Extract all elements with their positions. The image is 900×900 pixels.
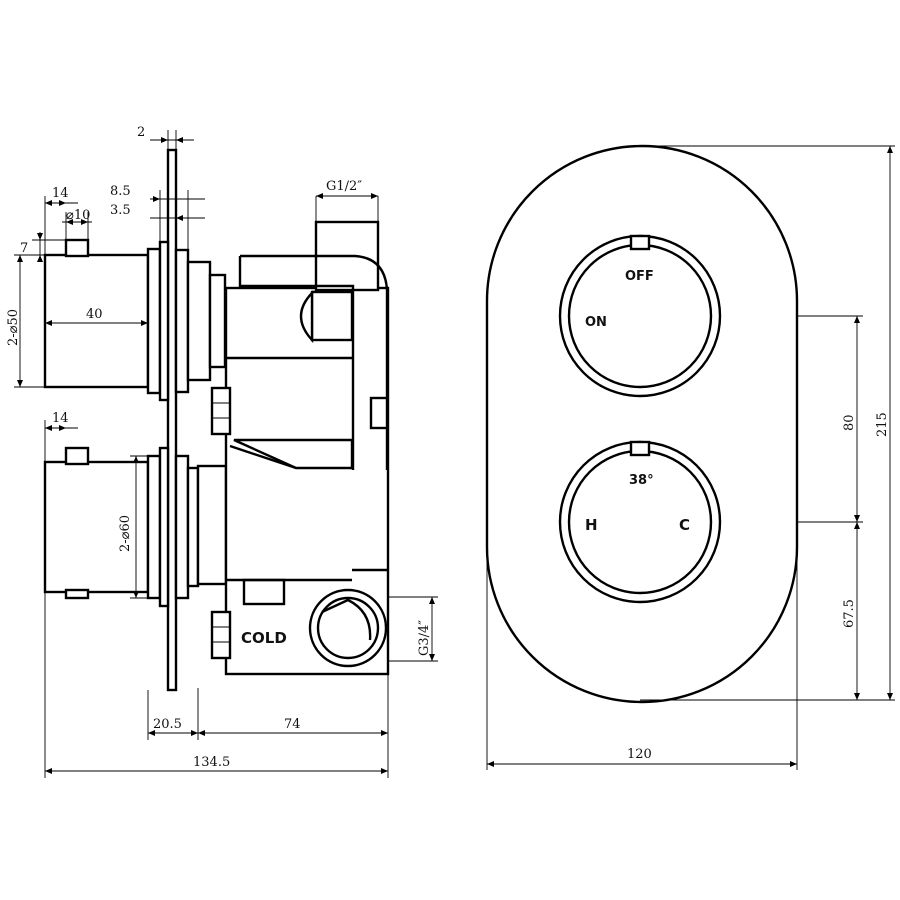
- upper-dial: OFF ON: [558, 234, 722, 398]
- side-view: COLD 2 8.5 3.5 14: [6, 125, 438, 778]
- dim-pin-dia: ⌀10: [66, 208, 90, 223]
- wall-plate: [166, 148, 178, 692]
- inlet-port: [308, 588, 388, 668]
- front-view: OFF ON 38° H C 80: [485, 144, 895, 770]
- side-nut-lower: [210, 610, 232, 660]
- dim-overall-height: 215: [875, 412, 890, 437]
- upper-dial-off-label: OFF: [625, 269, 654, 284]
- upper-dial-indicator: [629, 234, 651, 251]
- dim-body-depth: 74: [284, 717, 301, 732]
- dim-top-offset: 14: [52, 186, 69, 201]
- lower-dial-cold-label: C: [679, 516, 690, 534]
- dim-overall-depth: 134.5: [193, 755, 230, 770]
- lower-drain-pin: [64, 588, 90, 600]
- dim-pin-height: 7: [20, 241, 28, 256]
- dim-lower-offset-side: 14: [52, 411, 69, 426]
- dim-inlet-thread: G3/4″: [417, 620, 432, 656]
- upper-knob: [43, 238, 227, 402]
- lower-knob: [43, 446, 228, 608]
- dim-lower-knob-dia: 2-⌀60: [118, 515, 133, 552]
- dim-ring-spacer: 8.5: [110, 184, 131, 199]
- front-view-dimensions: 80 67.5 215 120: [486, 145, 895, 770]
- lower-dial: 38° H C: [558, 440, 722, 604]
- lower-dial-temperature-label: 38°: [629, 473, 654, 488]
- dim-ring-small: 3.5: [110, 203, 131, 218]
- dim-overall-width: 120: [627, 747, 652, 762]
- dim-dial-spacing: 80: [842, 414, 857, 431]
- dim-plate-thickness: 2: [137, 125, 145, 140]
- cold-label: COLD: [241, 629, 287, 647]
- cover-plate: [485, 144, 799, 704]
- dim-upper-knob-length: 40: [86, 307, 103, 322]
- lower-dial-indicator: [629, 440, 651, 457]
- dim-wall-gap: 20.5: [153, 717, 182, 732]
- upper-pin: [64, 238, 90, 258]
- side-view-dimensions: 2 8.5 3.5 14 ⌀10: [6, 125, 438, 778]
- upper-dial-on-label: ON: [585, 315, 607, 330]
- dim-lower-offset-front: 67.5: [842, 599, 857, 628]
- dim-upper-knob-dia: 2-⌀50: [6, 309, 21, 346]
- dim-outlet-thread: G1/2″: [326, 179, 362, 194]
- side-nut-upper: [210, 386, 232, 436]
- valve-body: [210, 220, 390, 676]
- lower-pin: [64, 446, 90, 466]
- lower-dial-hot-label: H: [585, 516, 598, 534]
